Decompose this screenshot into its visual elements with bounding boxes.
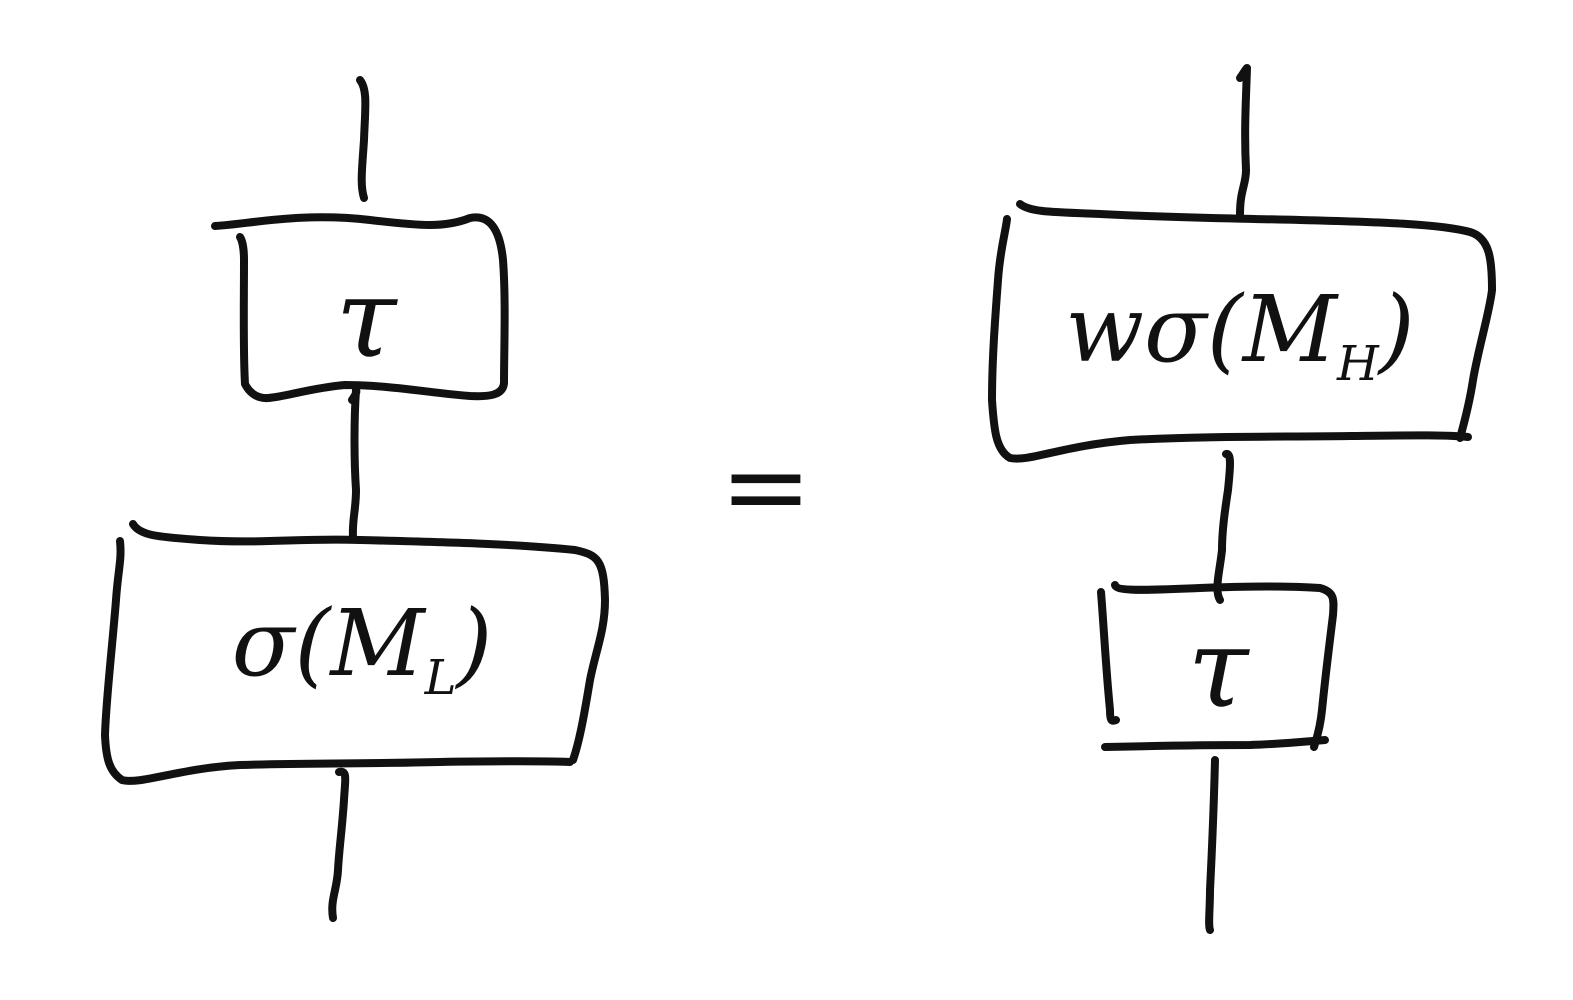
right-wsigma-label: wσ(MH) xyxy=(1065,283,1414,388)
right-wsigma-label-close: ) xyxy=(1378,275,1415,383)
right-tau-label: τ xyxy=(1187,604,1249,732)
right-tau-box xyxy=(1097,581,1338,751)
right-bottom-wire xyxy=(1205,756,1219,934)
left-tau-box xyxy=(211,213,509,403)
equals-sign: = xyxy=(719,422,813,550)
left-sigma-label-close: ) xyxy=(456,589,493,697)
left-middle-wire xyxy=(348,386,361,541)
left-sigma-label-main: σ(M xyxy=(231,589,425,697)
left-bottom-wire xyxy=(328,767,350,922)
right-wsigma-label-main: wσ(M xyxy=(1065,275,1337,383)
right-top-wire xyxy=(1236,64,1251,218)
left-sigma-label: σ(ML) xyxy=(232,597,493,702)
left-sigma-label-subscript: L xyxy=(424,650,457,707)
right-wsigma-box xyxy=(988,200,1496,463)
left-tau-label: τ xyxy=(335,254,397,382)
left-sigma-box xyxy=(101,520,609,785)
left-top-wire xyxy=(356,76,370,202)
right-wsigma-label-subscript: H xyxy=(1336,336,1379,393)
right-middle-wire xyxy=(1213,450,1234,604)
